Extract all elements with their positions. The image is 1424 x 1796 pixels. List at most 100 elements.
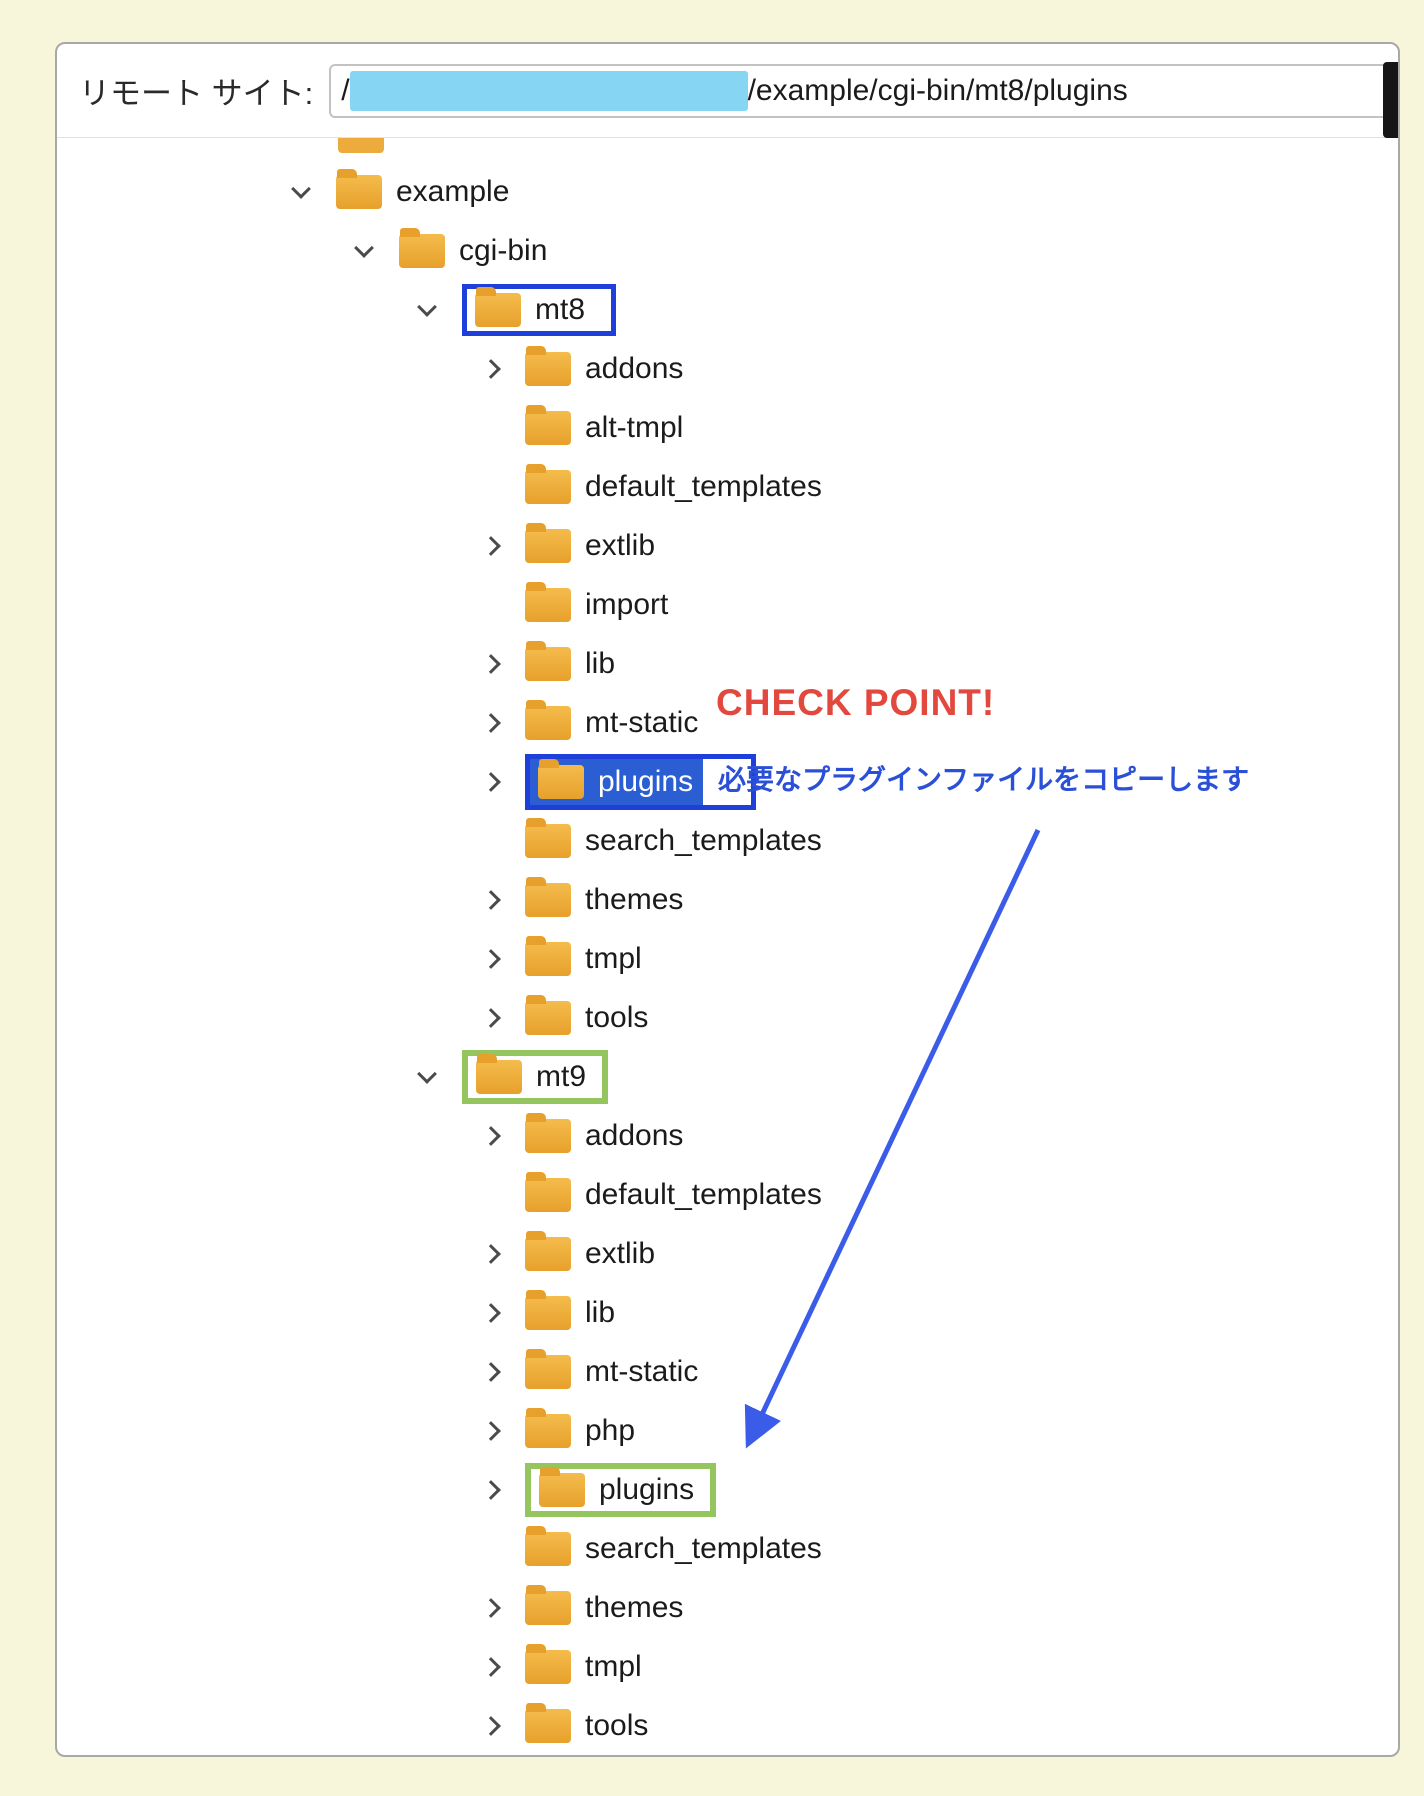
tree-row-extlib[interactable]: extlib — [57, 516, 1398, 575]
tree-item-inner: plugins — [539, 1466, 695, 1507]
tree-item: mt-static — [525, 1348, 698, 1389]
tree-row-mt-static[interactable]: mt-static — [57, 693, 1398, 752]
tree-row-default_templates[interactable]: default_templates — [57, 1165, 1398, 1224]
folder-icon — [525, 1407, 571, 1448]
remote-site-header: リモート サイト: / /example/cgi-bin/mt8/plugins — [57, 44, 1398, 138]
chevron-right-icon[interactable] — [481, 1007, 525, 1028]
copy-note-annotation: 必要なプラグインファイルをコピーします — [718, 764, 1250, 795]
chevron-right-icon[interactable] — [481, 1361, 525, 1382]
folder-icon — [525, 345, 571, 386]
chevron-right-icon[interactable] — [481, 1479, 525, 1500]
tree-row-addons[interactable]: addons — [57, 1106, 1398, 1165]
tree-row-tmpl[interactable]: tmpl — [57, 929, 1398, 988]
tree-item-inner: mt9 — [476, 1053, 586, 1094]
folder-icon — [525, 1643, 571, 1684]
tree-row-themes[interactable]: themes — [57, 870, 1398, 929]
folder-icon — [525, 1289, 571, 1330]
tree-row-import[interactable]: import — [57, 575, 1398, 634]
tree-row-addons[interactable]: addons — [57, 339, 1398, 398]
chevron-down-icon[interactable] — [417, 1064, 462, 1084]
tree-row-alt-tmpl[interactable]: alt-tmpl — [57, 398, 1398, 457]
tree-row-search_templates[interactable]: search_templates — [57, 1519, 1398, 1578]
chevron-right-glyph — [481, 712, 501, 733]
tree-item-inner: tmpl — [525, 935, 642, 976]
tree-row-mt8[interactable]: mt8 — [57, 280, 1398, 339]
tree-row-lib[interactable]: lib — [57, 1283, 1398, 1342]
tree-item-inner: plugins — [530, 758, 704, 805]
tree-row-plugins[interactable]: plugins — [57, 752, 1398, 811]
truncated-ui-fragment — [1383, 62, 1398, 138]
chevron-right-icon[interactable] — [481, 1715, 525, 1736]
tree-row-tools[interactable]: tools — [57, 1696, 1398, 1755]
rename-edit-field[interactable] — [703, 758, 752, 805]
folder-icon — [525, 1112, 571, 1153]
folder-label: plugins — [599, 1472, 695, 1506]
tree-item-inner: search_templates — [525, 817, 822, 858]
tree-item-inner: mt-static — [525, 699, 698, 740]
folder-label: addons — [585, 1118, 684, 1152]
path-suffix: /example/cgi-bin/mt8/plugins — [747, 73, 1128, 107]
tree-row-search_templates[interactable]: search_templates — [57, 811, 1398, 870]
remote-site-panel: リモート サイト: / /example/cgi-bin/mt8/plugins… — [55, 42, 1400, 1757]
remote-path-input[interactable]: / /example/cgi-bin/mt8/plugins — [329, 63, 1390, 118]
tree-row-extlib[interactable]: extlib — [57, 1224, 1398, 1283]
chevron-right-icon[interactable] — [481, 771, 525, 792]
chevron-right-icon[interactable] — [481, 889, 525, 910]
chevron-right-icon[interactable] — [481, 1597, 525, 1618]
chevron-down-glyph — [291, 179, 311, 199]
tree-item-inner: default_templates — [525, 1171, 822, 1212]
tree-row-mt-static[interactable]: mt-static — [57, 1342, 1398, 1401]
chevron-right-glyph — [481, 535, 501, 556]
chevron-right-icon[interactable] — [481, 1420, 525, 1441]
chevron-right-icon[interactable] — [481, 358, 525, 379]
folder-icon — [525, 876, 571, 917]
tree-row-plugins[interactable]: plugins — [57, 1460, 1398, 1519]
tree-item-inner: tools — [525, 994, 648, 1035]
tree-item: themes — [525, 1584, 683, 1625]
tree-item-inner: tools — [525, 1702, 649, 1743]
chevron-right-icon[interactable] — [481, 1302, 525, 1323]
chevron-right-icon[interactable] — [481, 1656, 525, 1677]
tree-row-mt9[interactable]: mt9 — [57, 1047, 1398, 1106]
chevron-down-icon[interactable] — [291, 179, 336, 199]
chevron-right-glyph — [481, 771, 501, 792]
folder-label: lib — [585, 646, 616, 680]
folder-label: plugins — [598, 764, 694, 798]
chevron-down-icon[interactable] — [417, 297, 462, 317]
tree-row-php[interactable]: php — [57, 1401, 1398, 1460]
tree-row-tools[interactable]: tools — [57, 988, 1398, 1047]
folder-label: search_templates — [585, 1531, 822, 1565]
chevron-down-icon[interactable] — [354, 238, 399, 258]
folder-label: tools — [585, 1708, 649, 1742]
chevron-right-glyph — [481, 1243, 501, 1264]
chevron-right-icon[interactable] — [481, 712, 525, 733]
folder-icon — [399, 227, 445, 268]
tree-item-inner: default_templates — [525, 463, 822, 504]
tree-row-lib[interactable]: lib — [57, 634, 1398, 693]
folder-icon — [525, 404, 571, 445]
highlight-box-green: mt9 — [462, 1049, 609, 1104]
folder-icon — [538, 758, 584, 799]
folder-label: extlib — [585, 528, 656, 562]
tree-row-cgi-bin[interactable]: cgi-bin — [57, 221, 1398, 280]
folder-label: example — [396, 174, 510, 208]
chevron-right-icon[interactable] — [481, 653, 525, 674]
tree-item: import — [525, 581, 668, 622]
chevron-right-icon[interactable] — [481, 1125, 525, 1146]
tree-row-default_templates[interactable]: default_templates — [57, 457, 1398, 516]
tree-item-inner: mt8 — [475, 286, 586, 327]
tree-row-tmpl[interactable]: tmpl — [57, 1637, 1398, 1696]
folder-icon — [336, 168, 382, 209]
chevron-right-glyph — [481, 1007, 501, 1028]
tree-row-themes[interactable]: themes — [57, 1578, 1398, 1637]
chevron-right-icon[interactable] — [481, 948, 525, 969]
chevron-right-icon[interactable] — [481, 535, 525, 556]
folder-icon — [476, 1053, 522, 1094]
folder-icon — [525, 581, 571, 622]
chevron-right-icon[interactable] — [481, 1243, 525, 1264]
tree-row-example[interactable]: example — [57, 162, 1398, 221]
tree-item-inner: themes — [525, 1584, 683, 1625]
tree-item-inner: import — [525, 581, 668, 622]
folder-label: mt8 — [535, 292, 586, 326]
folder-icon — [525, 994, 571, 1035]
